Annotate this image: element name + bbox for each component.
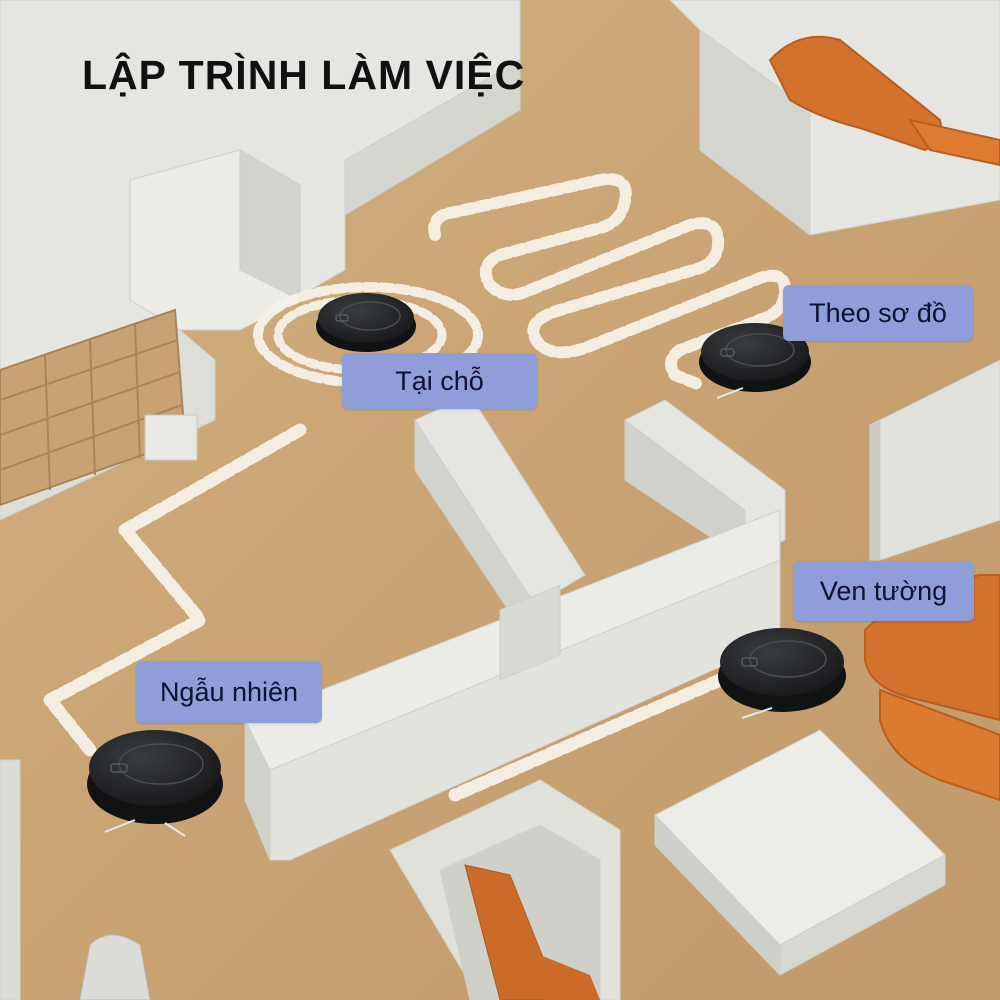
sofa-bottom-2 [540,955,600,1000]
shelf-drawer [144,414,198,461]
sofa-top-right [768,35,1000,167]
robot-spot [316,293,416,352]
mode-label-edge: Ven tường [793,561,974,621]
robot-random [87,730,223,837]
edge-path [448,673,727,802]
chair [79,934,151,1000]
mode-label-map: Theo sơ đồ [783,285,973,341]
robot-map [699,323,811,399]
random-path [43,423,307,757]
robot-edge [718,628,846,719]
mode-label-spot: Tại chỗ [342,353,537,409]
sofa-bottom [464,864,561,1000]
page-title: LẬP TRÌNH LÀM VIỆC [82,52,526,98]
mode-label-random: Ngẫu nhiên [136,661,322,723]
